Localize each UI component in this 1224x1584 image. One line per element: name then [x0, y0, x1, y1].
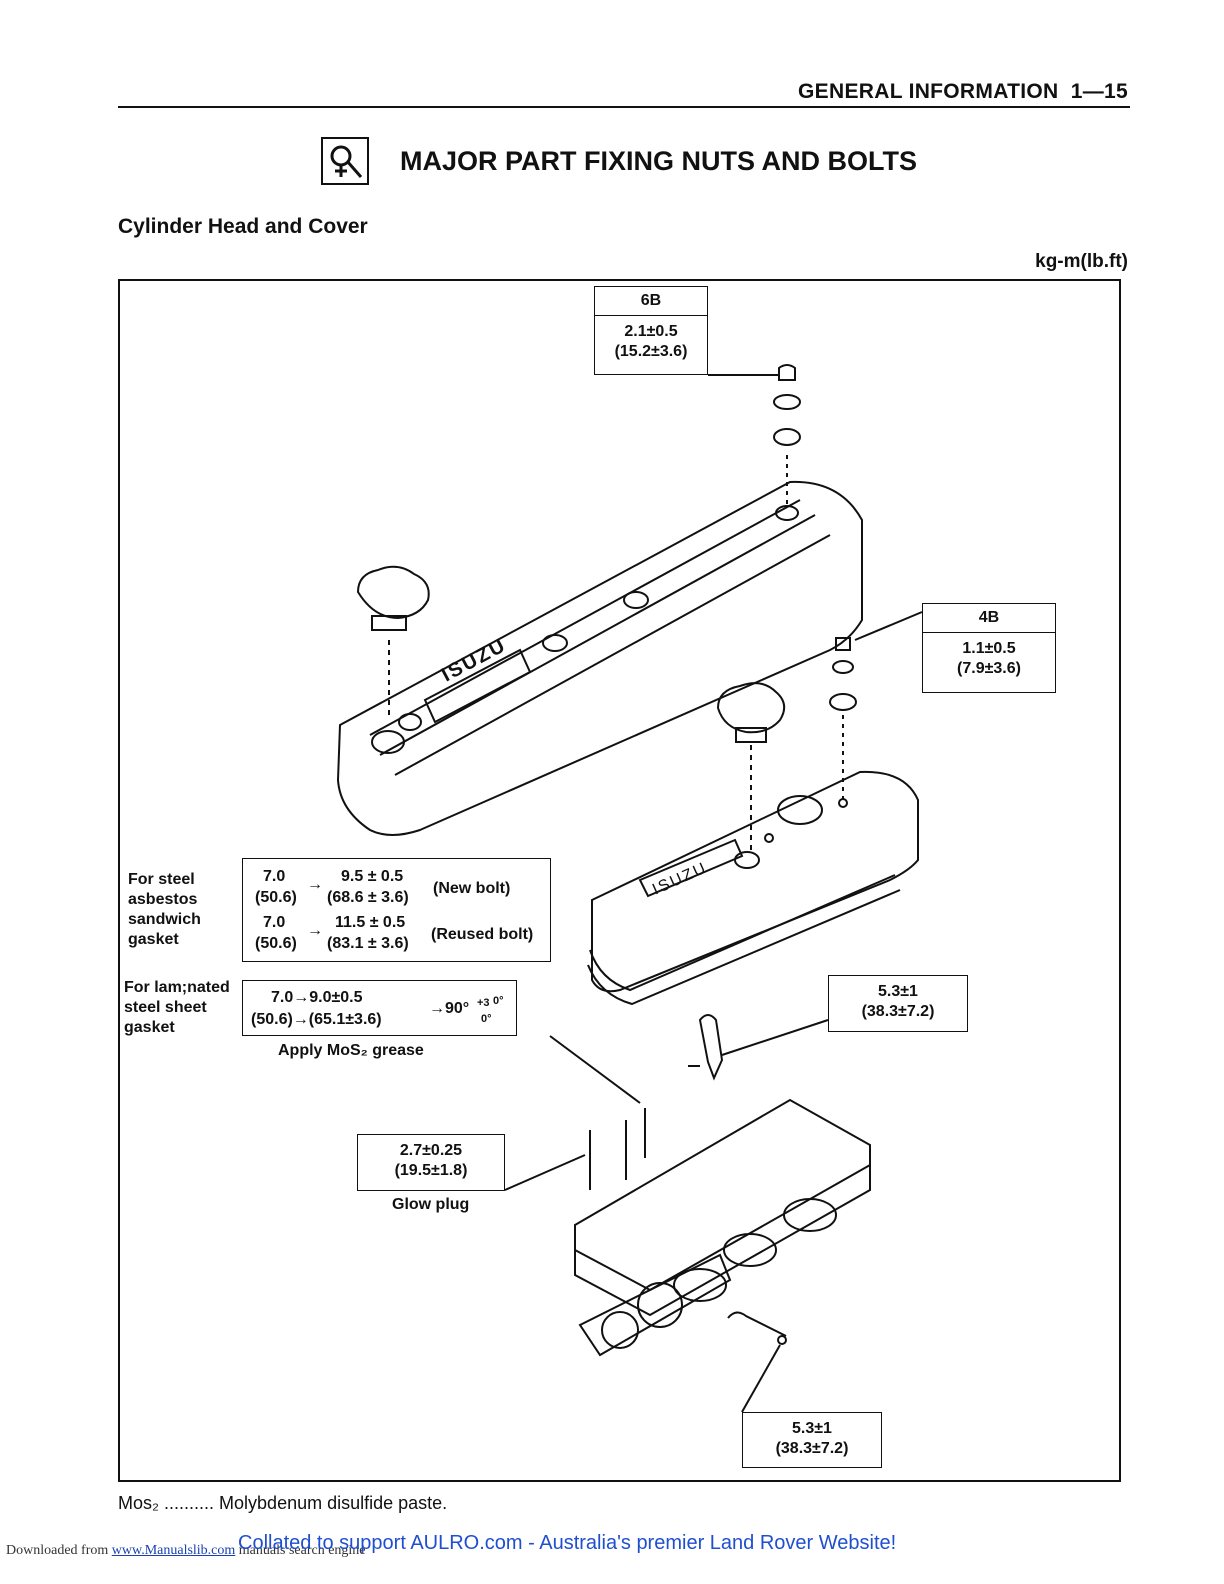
download-credit: Downloaded from www.Manualslib.com manua… [6, 1543, 366, 1559]
callout-bracket-lower: 5.3±1 (38.3±7.2) [742, 1412, 882, 1468]
asbestos-new-step2-lbft: (68.6 ± 3.6) [327, 889, 409, 906]
callout-4b-label: 4B [923, 604, 1055, 633]
glow-plug-lbft: (19.5±1.8) [394, 1162, 468, 1179]
footnote-definition: Molybdenum disulfide paste. [219, 1493, 448, 1513]
callout-4b-kgm: 1.1±0.5 [962, 640, 1016, 657]
asbestos-gasket-label: For steel asbestos sandwich gasket [128, 870, 201, 950]
laminated-label-line-3: gasket [124, 1019, 175, 1036]
callout-glow-plug: 2.7±0.25 (19.5±1.8) [357, 1134, 505, 1191]
asbestos-reused-arrow: → [307, 922, 323, 939]
asbestos-reused-step2-lbft: (83.1 ± 3.6) [327, 935, 409, 952]
bracket-lower-kgm: 5.3±1 [792, 1420, 832, 1437]
laminated-angle-lower: 0° [481, 1013, 492, 1025]
callout-6b-label: 6B [595, 287, 707, 316]
page-title: MAJOR PART FIXING NUTS AND BOLTS [400, 146, 917, 176]
laminated-angle-upper: 0° [493, 995, 504, 1007]
asbestos-label-line-4: gasket [128, 931, 179, 948]
asbestos-label-line-1: For steel [128, 871, 195, 888]
bracket-upper-lbft: (38.3±7.2) [861, 1003, 935, 1020]
asbestos-label-line-3: sandwich [128, 911, 201, 928]
callout-4b-lbft: (7.9±3.6) [957, 660, 1021, 677]
glow-plug-kgm: 2.7±0.25 [399, 1142, 463, 1159]
footnote: Mos₂ .......... Molybdenum disulfide pas… [118, 1493, 447, 1514]
laminated-torque-box: 7.0→9.0±0.5 (50.6)→(65.1±3.6) →90° +3 0°… [242, 980, 517, 1036]
laminated-gasket-label: For lam;nated steel sheet gasket [124, 978, 230, 1038]
laminated-label-line-1: For lam;nated [124, 979, 230, 996]
section-title: GENERAL INFORMATION [798, 80, 1059, 103]
asbestos-label-line-2: asbestos [128, 891, 198, 908]
section-subtitle: Cylinder Head and Cover [118, 215, 368, 238]
footnote-dots: .......... [164, 1493, 215, 1513]
download-prefix: Downloaded from [6, 1543, 109, 1558]
torque-wrench-icon [321, 137, 369, 185]
asbestos-new-step2-kgm: 9.5 ± 0.5 [341, 868, 404, 885]
asbestos-reused-step2-kgm: 11.5 ± 0.5 [335, 914, 406, 931]
running-header: GENERAL INFORMATION 1—15 [798, 80, 1128, 104]
laminated-angle: →90° [429, 1000, 470, 1017]
collated-banner: Collated to support AULRO.com - Australi… [238, 1532, 897, 1554]
asbestos-new-step1-lbft: (50.6) [255, 889, 297, 906]
asbestos-new-arrow: → [307, 876, 323, 893]
laminated-step-lbft: (50.6)→(65.1±3.6) [251, 1011, 382, 1028]
asbestos-new-tag: (New bolt) [433, 880, 511, 897]
callout-6b-lbft: (15.2±3.6) [614, 343, 688, 360]
laminated-label-line-2: steel sheet [124, 999, 207, 1016]
callout-bracket-upper: 5.3±1 (38.3±7.2) [828, 975, 968, 1032]
asbestos-reused-tag: (Reused bolt) [431, 926, 534, 943]
asbestos-reused-step1-kgm: 7.0 [263, 914, 286, 931]
asbestos-new-step1-kgm: 7.0 [263, 868, 286, 885]
bracket-lower-lbft: (38.3±7.2) [775, 1440, 849, 1457]
manualslib-link[interactable]: www.Manualslib.com [111, 1543, 236, 1558]
callout-6b-kgm: 2.1±0.5 [624, 323, 678, 340]
glow-plug-caption: Glow plug [392, 1196, 470, 1213]
callout-4b: 4B 1.1±0.5 (7.9±3.6) [922, 603, 1056, 693]
laminated-angle-plus: +3 [477, 997, 490, 1009]
asbestos-reused-step1-lbft: (50.6) [255, 935, 297, 952]
bracket-upper-kgm: 5.3±1 [878, 983, 918, 1000]
laminated-step-kgm: 7.0→9.0±0.5 [271, 989, 363, 1006]
grease-note: Apply MoS₂ grease [278, 1042, 424, 1059]
diagram-frame [118, 279, 1121, 1482]
header-rule [118, 106, 1130, 108]
footnote-term: Mos₂ [118, 1493, 159, 1513]
callout-6b: 6B 2.1±0.5 (15.2±3.6) [594, 286, 708, 375]
asbestos-torque-box: 7.0 (50.6) → 9.5 ± 0.5 (68.6 ± 3.6) (New… [242, 858, 551, 962]
unit-label: kg-m(lb.ft) [1035, 251, 1128, 272]
download-suffix: manuals search engine [238, 1543, 366, 1558]
page-number: 1—15 [1070, 80, 1128, 103]
